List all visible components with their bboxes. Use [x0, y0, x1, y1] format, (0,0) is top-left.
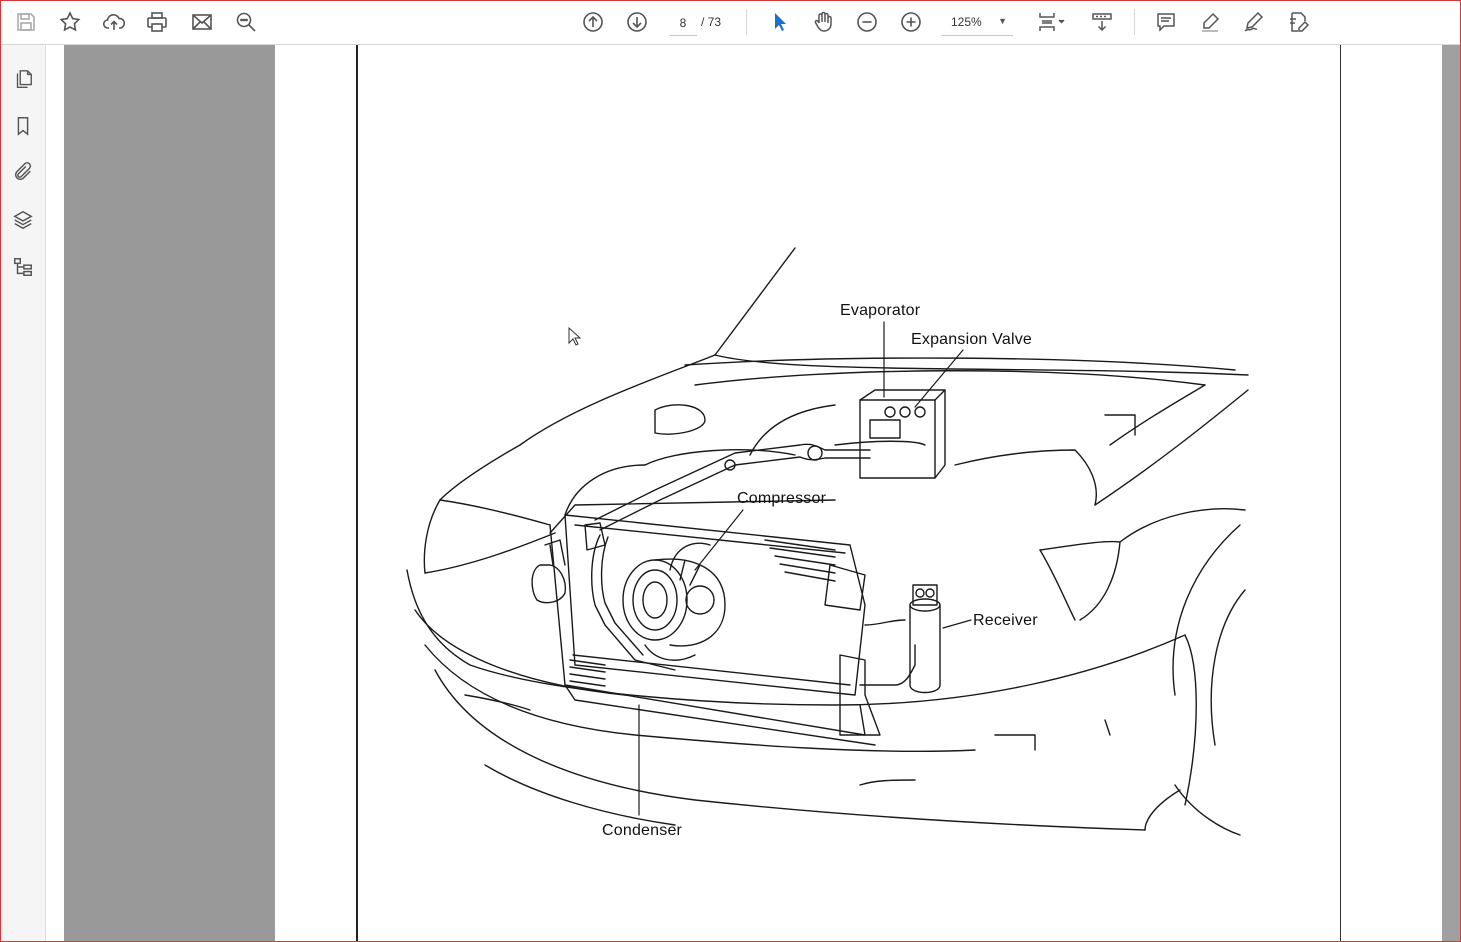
- page-total-label: / 73: [701, 15, 722, 29]
- zoom-in-icon[interactable]: [897, 8, 925, 36]
- scan-edge-left: [356, 45, 358, 941]
- page-margin-right: [1442, 45, 1460, 941]
- chevron-down-icon: ▼: [998, 16, 1007, 26]
- previous-page-icon[interactable]: [579, 8, 607, 36]
- structure-icon[interactable]: [10, 254, 36, 280]
- edit-document-icon[interactable]: [1285, 8, 1313, 36]
- next-page-icon[interactable]: [623, 8, 651, 36]
- zoom-out-icon[interactable]: [853, 8, 881, 36]
- ac-system-diagram: [406, 247, 1249, 836]
- label-compressor: Compressor: [737, 490, 827, 507]
- zoom-value: 125%: [951, 15, 982, 29]
- hand-pan-icon[interactable]: [809, 8, 837, 36]
- email-icon[interactable]: [188, 8, 216, 36]
- zoom-search-icon[interactable]: [232, 8, 260, 36]
- print-icon[interactable]: [143, 8, 171, 36]
- page-number-input[interactable]: [669, 11, 697, 36]
- pdf-page: Evaporator Expansion Valve Compressor Re…: [275, 45, 1442, 941]
- select-pointer-icon[interactable]: [765, 8, 793, 36]
- toolbar: / 73 125% ▼: [1, 1, 1460, 45]
- label-receiver: Receiver: [973, 612, 1038, 629]
- sign-icon[interactable]: [1240, 8, 1268, 36]
- label-condenser: Condenser: [602, 822, 683, 839]
- fit-page-icon[interactable]: [1033, 8, 1069, 36]
- page-margin-left: [64, 45, 275, 941]
- read-mode-icon[interactable]: [1088, 8, 1116, 36]
- upload-cloud-icon[interactable]: [100, 8, 128, 36]
- bookmarks-icon[interactable]: [10, 113, 36, 139]
- pages-icon[interactable]: [10, 66, 36, 92]
- attachments-icon[interactable]: [10, 159, 36, 185]
- document-viewer[interactable]: Evaporator Expansion Valve Compressor Re…: [46, 45, 1460, 941]
- highlight-pen-icon[interactable]: [1196, 8, 1224, 36]
- zoom-level-dropdown[interactable]: 125% ▼: [941, 11, 1013, 36]
- left-sidebar: [1, 45, 46, 941]
- layers-icon[interactable]: [10, 207, 36, 233]
- mouse-cursor-icon: [568, 327, 582, 346]
- save-icon[interactable]: [12, 8, 40, 36]
- comment-icon[interactable]: [1152, 8, 1180, 36]
- scan-edge-right: [1340, 45, 1341, 941]
- label-expansion-valve: Expansion Valve: [911, 331, 1032, 348]
- label-evaporator: Evaporator: [840, 302, 921, 319]
- bookmark-star-icon[interactable]: [56, 8, 84, 36]
